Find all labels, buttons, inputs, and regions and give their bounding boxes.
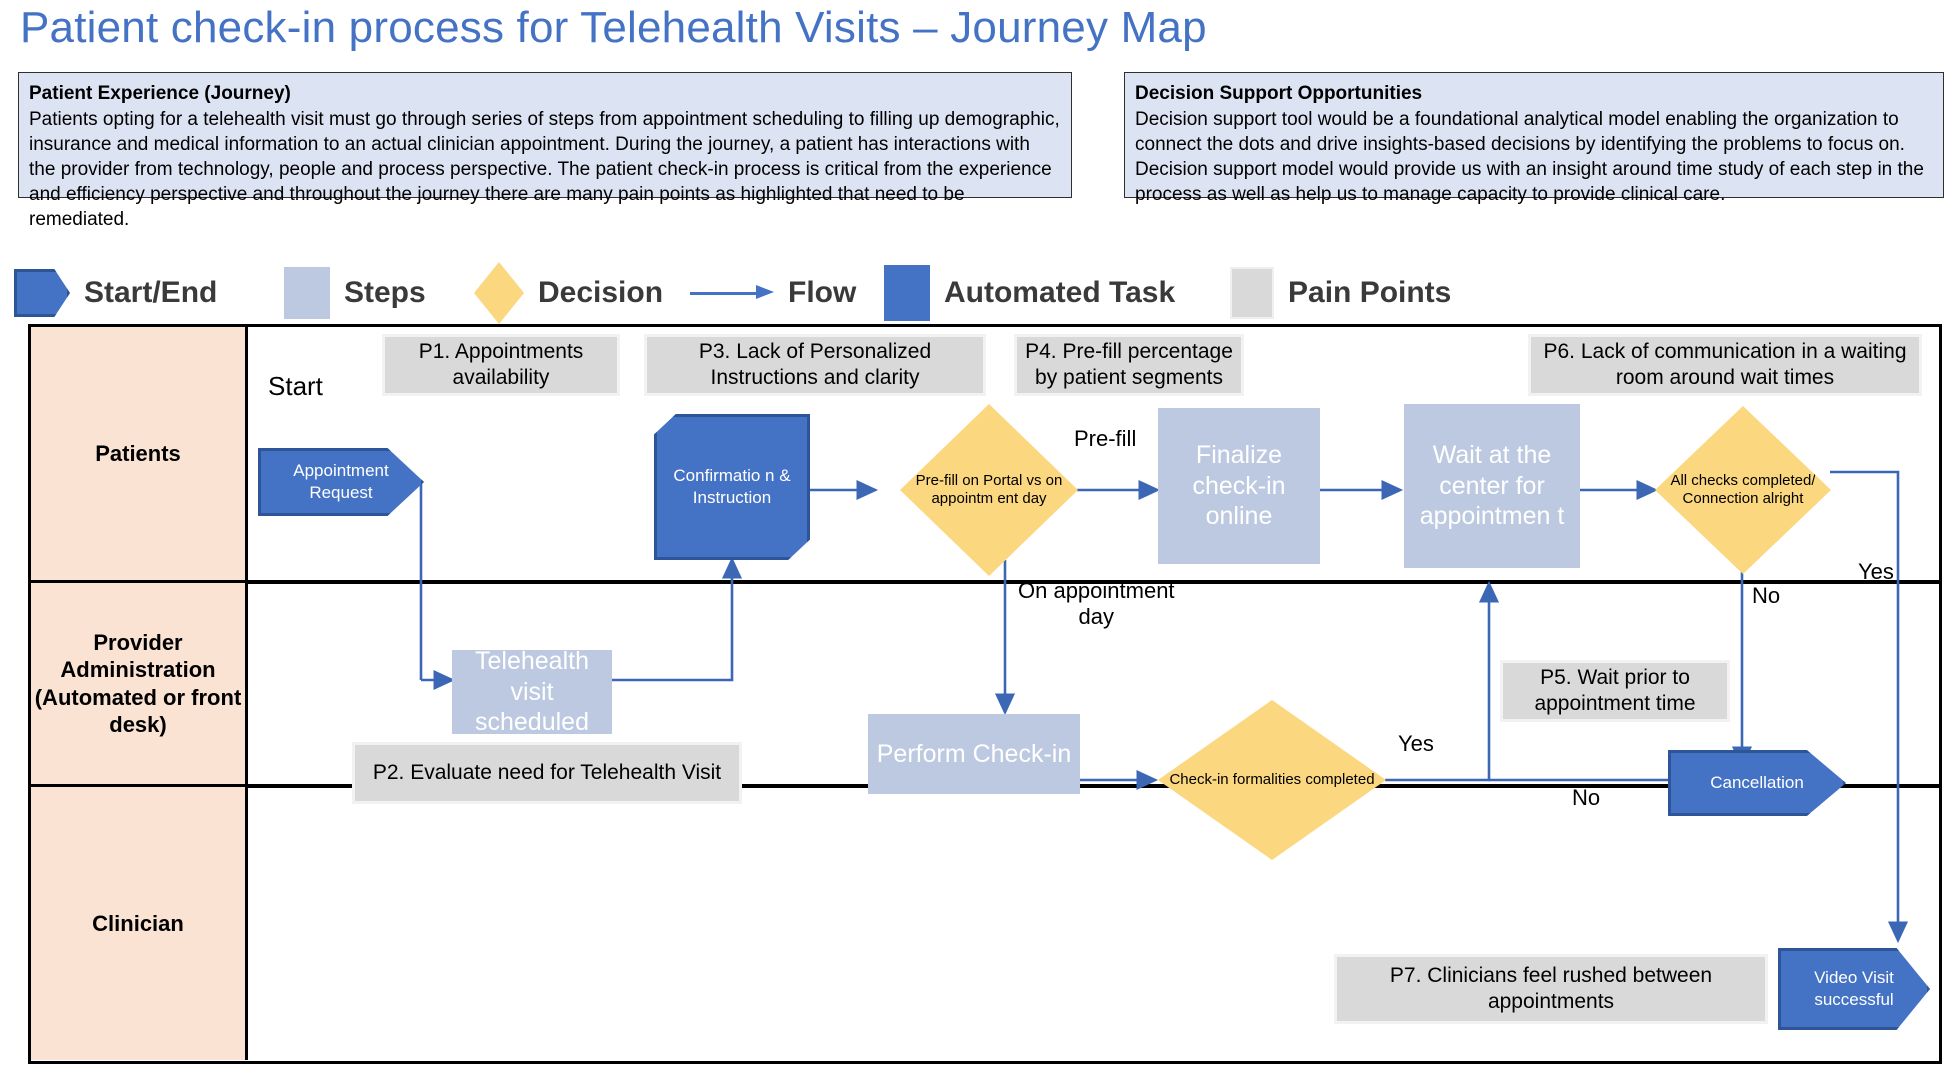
start-end-shape-icon	[14, 269, 70, 317]
decision-shape-icon	[474, 262, 524, 324]
legend-label-start-end: Start/End	[84, 276, 218, 309]
patient-experience-body: Patients opting for a telehealth visit m…	[29, 108, 1060, 230]
start-label: Start	[268, 371, 323, 402]
edge-label-formalities-yes: Yes	[1398, 730, 1434, 756]
patient-experience-heading: Patient Experience (Journey)	[29, 83, 291, 104]
node-perform-check-in[interactable]: Perform Check-in	[868, 714, 1080, 794]
edge-label-checks-yes: Yes	[1858, 558, 1894, 584]
legend-label-automated-task: Automated Task	[944, 276, 1176, 309]
pain-point-shape-icon	[1230, 267, 1274, 319]
legend-item-pain-points: Pain Points	[1230, 262, 1451, 324]
decision-support-body: Decision support tool would be a foundat…	[1135, 108, 1924, 205]
pain-point-p4: P4. Pre-fill percentage by patient segme…	[1014, 334, 1244, 396]
node-confirmation-and-instruction[interactable]: Confirmatio n & Instruction	[654, 414, 810, 560]
patient-experience-callout: Patient Experience (Journey) Patients op…	[18, 72, 1072, 230]
node-finalize-check-in-online[interactable]: Finalize check-in online	[1158, 408, 1320, 564]
legend-label-steps: Steps	[344, 276, 426, 309]
edge-label-prefill: Pre-fill	[1074, 425, 1137, 451]
flow-arrow-icon	[690, 283, 782, 303]
decision-support-callout: Decision Support Opportunities Decision …	[1124, 72, 1944, 205]
edge-label-on-appointment-day: On appointment day	[1018, 578, 1175, 630]
legend-label-pain-points: Pain Points	[1288, 276, 1452, 309]
pain-point-p1: P1. Appointments availability	[382, 334, 620, 396]
pain-point-p2: P2. Evaluate need for Telehealth Visit	[352, 742, 742, 804]
legend-label-flow: Flow	[788, 276, 857, 309]
step-shape-icon	[284, 267, 330, 319]
pain-point-p6: P6. Lack of communication in a waiting r…	[1528, 334, 1922, 396]
page-title: Patient check-in process for Telehealth …	[20, 3, 1207, 52]
edge-label-checks-no: No	[1752, 582, 1781, 608]
legend-item-start-end: Start/End	[14, 262, 217, 324]
legend-item-flow: Flow	[690, 262, 856, 324]
node-wait-at-the-center-for-appointment[interactable]: Wait at the center for appointmen t	[1404, 404, 1580, 568]
legend: Start/End Steps Decision Flow Automated …	[0, 262, 1948, 324]
swimlane-frame: Patients Provider Administration (Automa…	[28, 324, 1942, 1064]
legend-label-decision: Decision	[538, 276, 664, 309]
lane-header-patients: Patients	[31, 327, 248, 580]
decision-support-heading: Decision Support Opportunities	[1135, 83, 1423, 104]
lane-header-provider-administration: Provider Administration (Automated or fr…	[31, 583, 248, 784]
edge-label-formalities-no: No	[1572, 784, 1601, 810]
legend-item-decision: Decision	[474, 262, 663, 324]
automated-task-shape-icon	[884, 265, 930, 321]
lane-header-clinician: Clinician	[31, 787, 248, 1060]
node-appointment-request[interactable]: Appointment Request	[258, 448, 424, 516]
node-telehealth-visit-scheduled[interactable]: Telehealth visit scheduled	[452, 647, 612, 736]
legend-item-steps: Steps	[284, 262, 426, 324]
pain-point-p3: P3. Lack of Personalized Instructions an…	[644, 334, 986, 396]
pain-point-p5: P5. Wait prior to appointment time	[1500, 660, 1730, 722]
node-cancellation[interactable]: Cancellation	[1668, 750, 1846, 816]
lane-divider-1	[31, 580, 1939, 584]
pain-point-p7: P7. Clinicians feel rushed between appoi…	[1334, 954, 1768, 1024]
node-video-visit-successful[interactable]: Video Visit successful	[1778, 948, 1930, 1030]
legend-item-automated-task: Automated Task	[884, 262, 1175, 324]
